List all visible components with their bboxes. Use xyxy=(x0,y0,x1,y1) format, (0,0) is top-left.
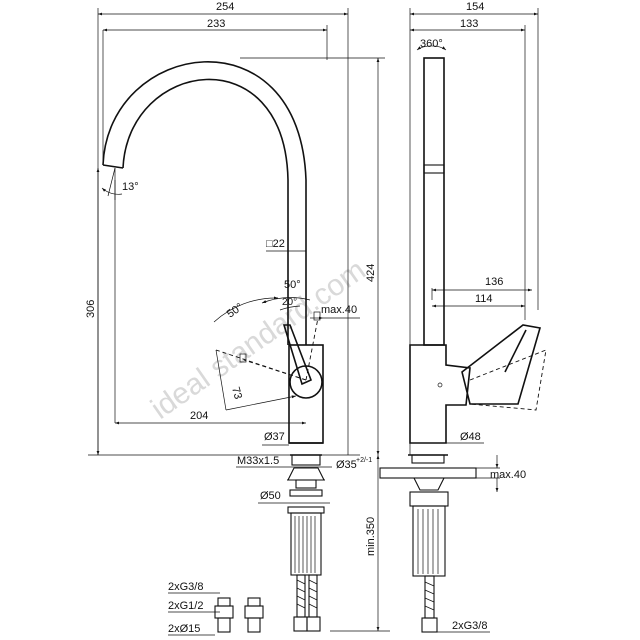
dim-hole-tolerance: +2/-1 xyxy=(356,457,372,464)
dim-body-diameter: Ø37 xyxy=(264,431,285,443)
side-shank-ribs xyxy=(417,509,439,574)
front-view: 254 233 424 306 13° □22 xyxy=(85,1,390,632)
dim-reach: 204 xyxy=(190,410,208,422)
dim-lever-square: □22 xyxy=(266,238,285,250)
dim-height-spout: 306 xyxy=(85,300,97,318)
dim-side-base-diameter: Ø48 xyxy=(460,431,481,443)
dim-thread: M33x1.5 xyxy=(237,455,279,467)
side-view: 154 133 360° 136 114 Ø48 xyxy=(379,1,547,633)
dim-lever-radius: 73 xyxy=(229,386,244,401)
dim-rotation: 360° xyxy=(420,38,443,50)
dim-side-hose: 2xG3/8 xyxy=(452,620,487,632)
accessory-label-3: 2xØ15 xyxy=(168,623,200,635)
dim-lever-angle-small: 20° xyxy=(282,297,297,308)
dim-lever-angle-top: 50° xyxy=(284,279,301,291)
dim-side-width-top: 133 xyxy=(460,18,478,30)
accessory-label-2: 2xG1/2 xyxy=(168,600,203,612)
watermark: ideal standard.com xyxy=(145,253,372,425)
dim-width-total: 254 xyxy=(216,1,234,13)
dim-side-width-total: 154 xyxy=(466,1,484,13)
accessory-label-1: 2xG3/8 xyxy=(168,581,203,593)
dim-spout-angle: 13° xyxy=(122,181,139,193)
dim-base-diameter: Ø50 xyxy=(260,490,281,502)
shank-ribs xyxy=(294,516,316,573)
dim-side-deck-max: max.40 xyxy=(490,469,526,481)
dim-side-depth-body: 114 xyxy=(475,293,493,305)
dim-hose-length: min.350 xyxy=(365,517,377,556)
accessories: 2xG3/8 2xG1/2 2xØ15 xyxy=(168,581,264,636)
dim-hole-diameter: Ø35 xyxy=(336,459,357,471)
dim-height-total: 424 xyxy=(365,264,377,282)
dim-lever-max: max.40 xyxy=(321,304,357,316)
front-hoses xyxy=(293,574,321,632)
dim-side-depth-lever: 136 xyxy=(485,276,503,288)
dim-lever-angle-left: 50° xyxy=(225,301,246,320)
dim-width-spout: 233 xyxy=(207,18,225,30)
